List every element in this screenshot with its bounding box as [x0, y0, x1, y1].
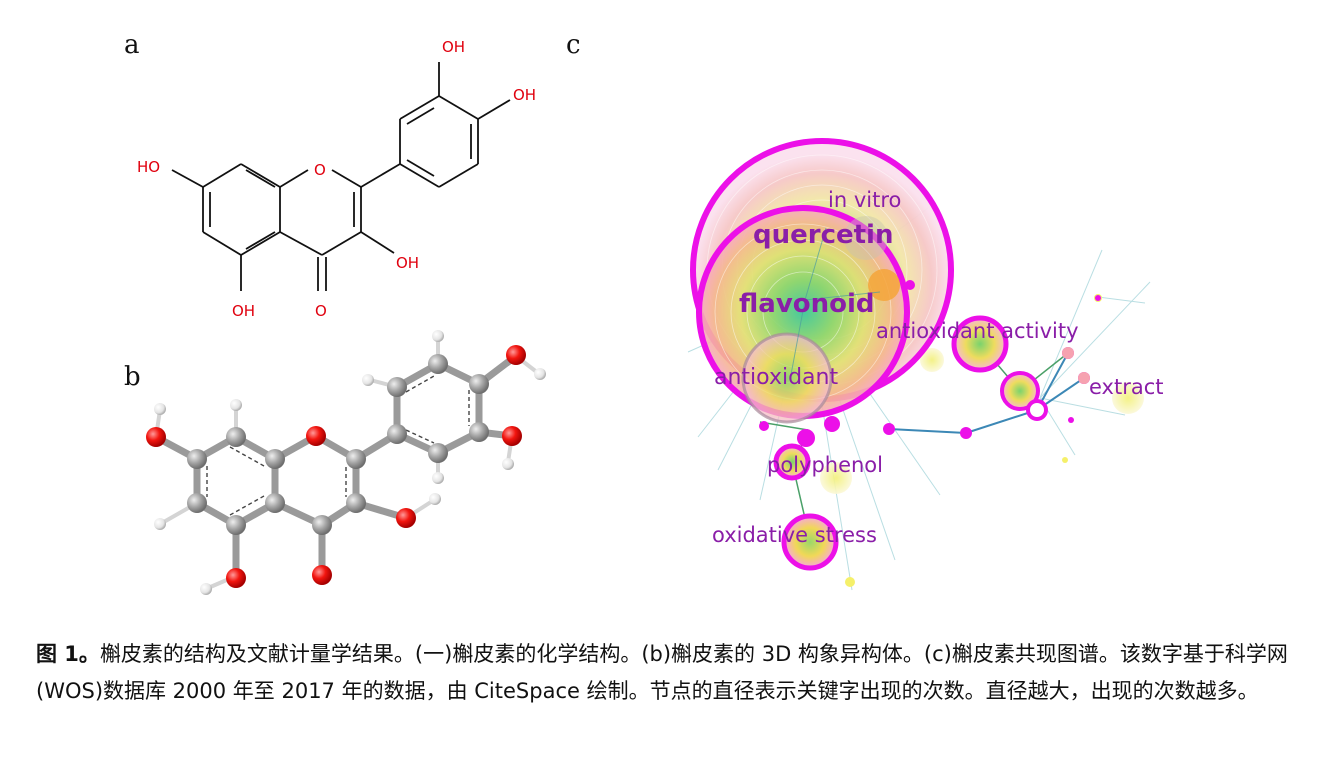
- atom-label: OH: [442, 38, 465, 56]
- atom-label: O: [314, 161, 326, 179]
- atom-label: O: [315, 302, 327, 320]
- hydrogen-atoms: [154, 330, 546, 595]
- atom-label: OH: [513, 86, 536, 104]
- oxygen-atoms: [146, 345, 526, 588]
- figure-caption: 图 1。槲皮素的结构及文献计量学结果。(一)槲皮素的化学结构。(b)槲皮素的 3…: [36, 636, 1288, 710]
- carbon-atoms: [187, 354, 489, 535]
- figure-label: 图 1。: [36, 642, 100, 666]
- keyword-antioxidant-activity: antioxidant activity: [876, 319, 1079, 343]
- keyword-oxidative-stress: oxidative stress: [712, 523, 877, 547]
- cooccurrence-network: in vitro quercetin flavonoid antioxidant…: [687, 138, 1164, 591]
- panel-label-a: a: [124, 30, 140, 60]
- ball-and-stick-model-3d: [146, 330, 546, 595]
- keyword-flavonoid: flavonoid: [739, 289, 875, 319]
- keyword-antioxidant: antioxidant: [714, 365, 838, 390]
- caption-text: 槲皮素的结构及文献计量学结果。(一)槲皮素的化学结构。(b)槲皮素的 3D 构象…: [36, 642, 1288, 703]
- chemical-structure-2d: [171, 62, 511, 291]
- atom-label: OH: [232, 302, 255, 320]
- atom-label: OH: [396, 254, 419, 272]
- atom-labels: OH OH HO O OH OH O: [137, 38, 536, 320]
- keyword-in-vitro: in vitro: [828, 188, 901, 212]
- panel-label-b: b: [124, 362, 141, 392]
- keyword-extract: extract: [1089, 375, 1164, 399]
- atom-label: HO: [137, 158, 160, 176]
- keyword-quercetin: quercetin: [753, 220, 893, 250]
- figure-canvas: OH OH HO O OH OH O: [137, 38, 1164, 595]
- keyword-polyphenol: polyphenol: [767, 453, 883, 477]
- panel-label-c: c: [566, 30, 581, 60]
